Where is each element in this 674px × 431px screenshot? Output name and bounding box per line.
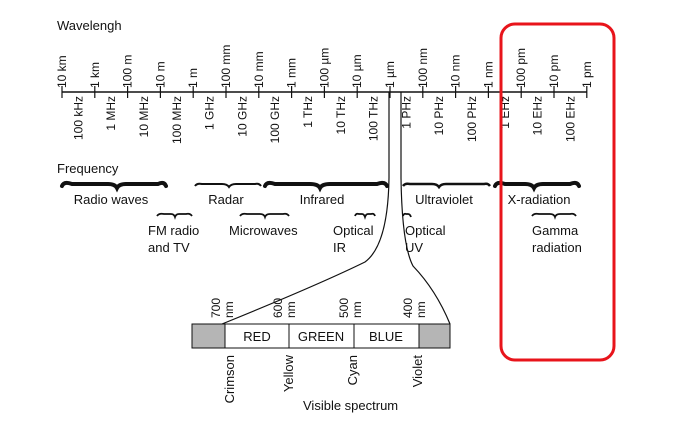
visible-spectrum-bar: [191, 323, 451, 349]
frequency-tick-label: 100 MHz: [170, 96, 184, 144]
frequency-tick-label: 1 MHz: [104, 96, 118, 131]
frequency-tick-label: 10 PHz: [432, 96, 446, 135]
wavelength-tick-label: 1 km: [88, 62, 102, 88]
wavelength-tick-label: 100 mm: [219, 45, 233, 88]
wavelength-tick-label: 1 mm: [285, 58, 299, 88]
color-blue: BLUE: [369, 329, 403, 344]
visible-wl-700: 700: [209, 298, 223, 318]
band-radio-waves: Radio waves: [74, 192, 149, 207]
frequency-tick-label: 1 GHz: [203, 96, 217, 130]
wavelength-tick-label: 1 m: [186, 68, 200, 88]
frequency-heading: Frequency: [57, 161, 119, 176]
frequency-tick-label: 100 kHz: [71, 96, 85, 140]
highlight-box: [499, 22, 616, 362]
wavelength-tick-label: 1 nm: [481, 61, 495, 88]
ultraviolet-end-shade: [418, 323, 451, 349]
visible-wl-700-unit: nm: [222, 301, 236, 318]
wavelength-tick-label: 1 µm: [383, 61, 397, 88]
wavelength-tick-label: 1 pm: [580, 61, 594, 88]
frequency-tick-label: 10 GHz: [235, 96, 249, 137]
optical-ir-bracket: [354, 212, 376, 220]
wavelength-tick-label: 10 mm: [252, 51, 266, 88]
band-radar: Radar: [208, 192, 244, 207]
radar-bracket: [194, 182, 262, 189]
frequency-tick-label: 100 THz: [367, 96, 381, 141]
band-ultraviolet: Ultraviolet: [415, 192, 473, 207]
gamma-bracket: [531, 212, 577, 220]
infrared-bracket: [263, 180, 389, 193]
band-fm-radio: FM radio: [148, 223, 199, 238]
wavelength-heading: Wavelengh: [57, 18, 122, 33]
band-gamma: Gamma: [532, 223, 579, 238]
visible-wl-500: 500: [337, 298, 351, 318]
wavelength-tick-label: 10 µm: [350, 54, 364, 88]
axis-ticks: [61, 86, 588, 98]
band-microwaves: Microwaves: [229, 223, 298, 238]
ultraviolet-bracket: [401, 182, 492, 190]
frequency-tick-label: 1 PHz: [399, 96, 413, 129]
band-infrared: Infrared: [300, 192, 345, 207]
hue-labels: Crimson Yellow Cyan Violet: [222, 354, 425, 403]
sub-band-brackets: [156, 212, 577, 220]
band-x-radiation: X-radiation: [508, 192, 571, 207]
wavelength-tick-label: 100 m: [121, 55, 135, 88]
visible-funnel-left: [221, 92, 390, 325]
wavelength-tick-label: 100 pm: [514, 48, 528, 88]
hue-violet: Violet: [410, 355, 425, 388]
frequency-tick-label: 100 GHz: [268, 96, 282, 143]
wavelength-tick-label: 10 m: [153, 61, 167, 88]
frequency-tick-label: 1 THz: [301, 96, 315, 128]
hue-yellow: Yellow: [281, 354, 296, 392]
fm-radio-bracket: [156, 212, 193, 220]
visible-wl-600-unit: nm: [284, 301, 298, 318]
visible-wl-600: 600: [271, 298, 285, 318]
radio-waves-bracket: [60, 180, 168, 193]
wavelength-tick-label: 100 µm: [317, 48, 331, 88]
band-gamma-line2: radiation: [532, 240, 582, 255]
infrared-end-shade: [191, 323, 226, 349]
band-optical-ir-line2: IR: [333, 240, 346, 255]
wavelength-tick-label: 100 nm: [416, 48, 430, 88]
frequency-tick-label: 100 EHz: [563, 96, 577, 142]
wavelength-tick-label: 10 pm: [547, 55, 561, 88]
visible-wl-400: 400: [401, 298, 415, 318]
hue-cyan: Cyan: [345, 355, 360, 385]
visible-wavelength-labels: 700 nm 600 nm 500 nm 400 nm: [209, 298, 428, 318]
color-red: RED: [243, 329, 270, 344]
frequency-tick-label: 10 EHz: [531, 96, 545, 135]
band-optical-ir: Optical: [333, 223, 374, 238]
visible-wl-500-unit: nm: [350, 301, 364, 318]
x-radiation-bracket: [493, 180, 581, 193]
visible-funnel-right: [400, 92, 451, 325]
frequency-tick-label: 100 PHz: [465, 96, 479, 142]
wavelength-tick-labels: 10 km 1 km 100 m 10 m 1 m 100 mm 10 mm 1 mm 100 …: [55, 45, 594, 88]
band-optical-uv: Optical: [405, 223, 446, 238]
frequency-tick-label: 10 THz: [334, 96, 348, 134]
frequency-tick-label: 10 MHz: [137, 96, 151, 137]
color-green: GREEN: [298, 329, 344, 344]
microwaves-bracket: [239, 212, 290, 220]
wavelength-tick-label: 10 nm: [449, 55, 463, 88]
visible-wl-400-unit: nm: [414, 301, 428, 318]
optical-uv-bracket: [402, 212, 412, 218]
band-fm-radio-line2: and TV: [148, 240, 190, 255]
band-brackets: [60, 180, 581, 193]
visible-spectrum-caption: Visible spectrum: [303, 398, 398, 413]
wavelength-tick-label: 10 km: [55, 55, 69, 88]
hue-crimson: Crimson: [222, 355, 237, 403]
band-optical-uv-line2: UV: [405, 240, 423, 255]
